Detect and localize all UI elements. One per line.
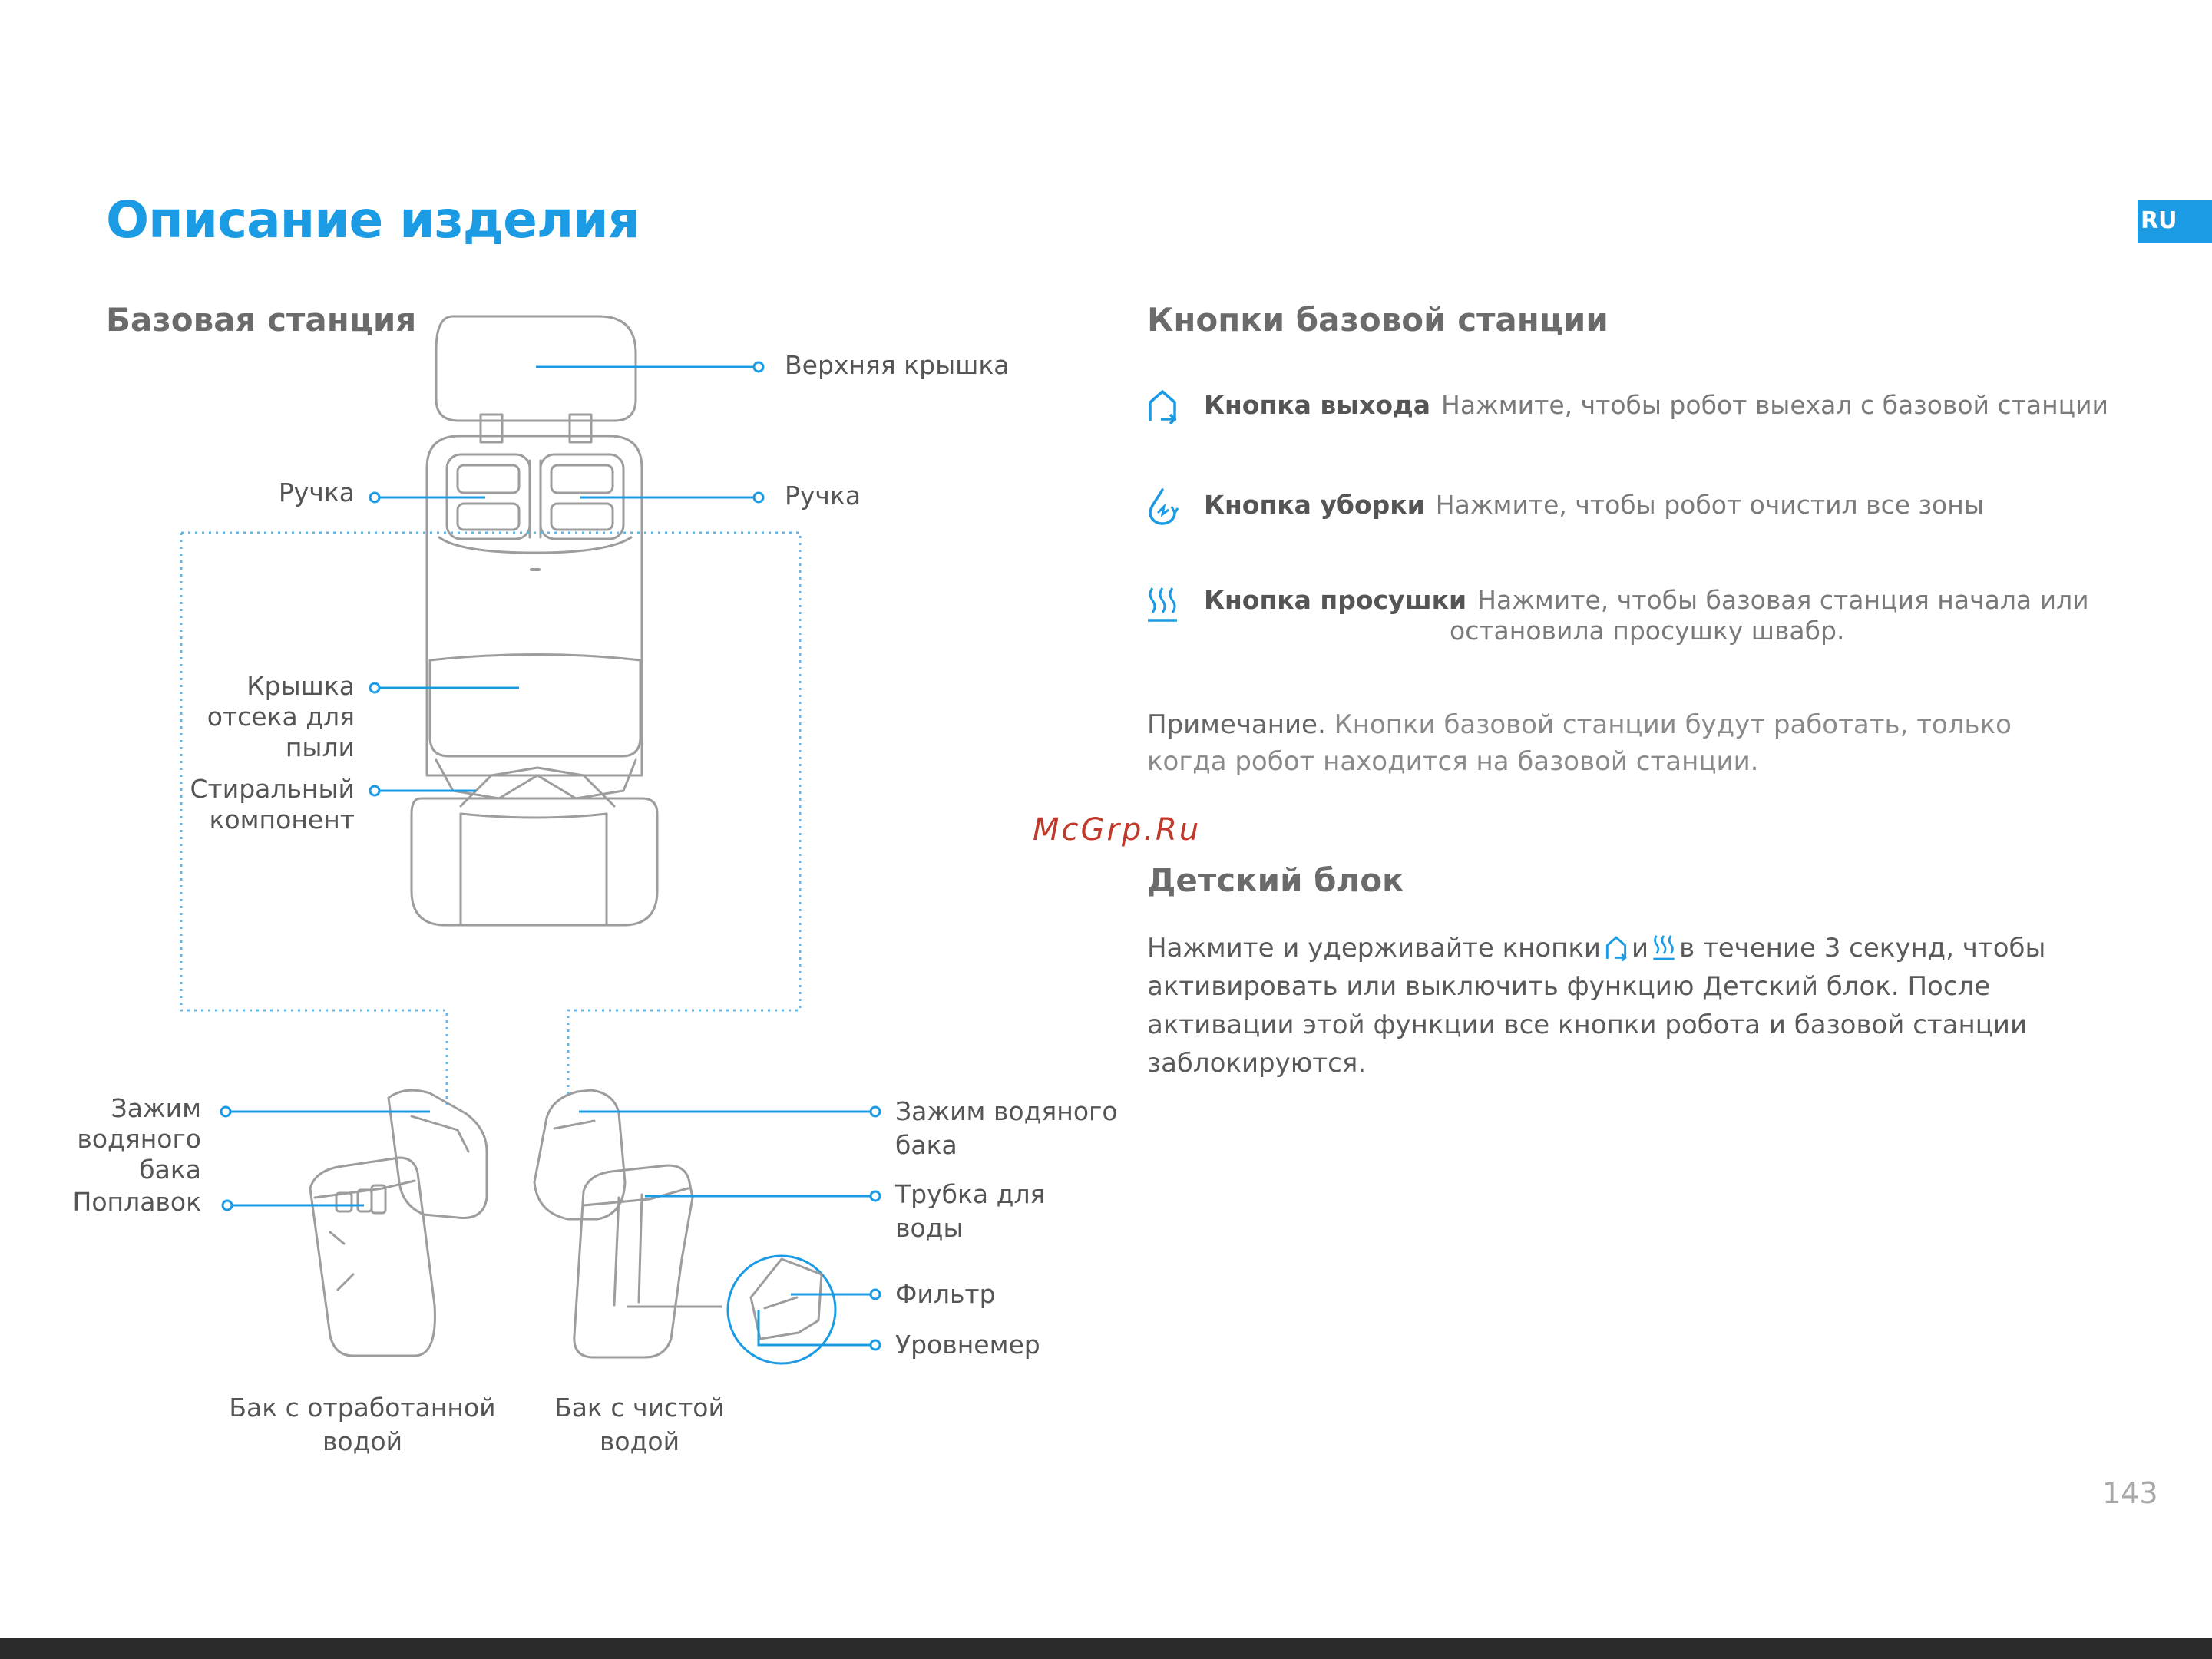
dirty-tank-shape (309, 1156, 436, 1357)
label-clamp-right: Зажим водяного бака (895, 1096, 1118, 1160)
note-paragraph: Примечание. Кнопки базовой станции будут… (1147, 709, 2012, 777)
child-lock-heading: Детский блок (1147, 861, 1404, 899)
watermark: McGrp.Ru (1033, 812, 1202, 848)
label-water-tube: Трубка для воды (895, 1179, 1046, 1243)
dry-heat-icon (1653, 935, 1675, 960)
label-float: Поплавок (72, 1187, 201, 1217)
label-handle-right: Ручка (785, 481, 861, 511)
label-clamp-left: Зажим водяного бака (77, 1093, 201, 1185)
label-washing-component: Стиральный компонент (190, 774, 355, 834)
buttons-heading: Кнопки базовой станции (1147, 301, 1609, 339)
clean-tank-shape (573, 1164, 694, 1359)
label-top-cover: Верхняя крышка (785, 350, 1010, 380)
top-cover-shape (435, 315, 637, 422)
language-tab: RU (2138, 200, 2212, 243)
label-dirty-tank: Бак с отработанной водой (229, 1393, 496, 1456)
label-filter: Фильтр (895, 1279, 996, 1309)
page-number: 143 (2102, 1476, 2158, 1510)
label-dust-cover: Крышка отсека для пыли (207, 671, 355, 762)
label-clean-tank: Бак с чистой водой (554, 1393, 725, 1456)
clean-drop-icon (1149, 488, 1179, 525)
base-station-heading: Базовая станция (106, 301, 417, 339)
label-level-gauge: Уровнемер (895, 1330, 1040, 1360)
exit-house-icon (1149, 390, 1177, 424)
label-handle-left: Ручка (278, 478, 355, 507)
dry-heat-icon (1148, 587, 1177, 622)
page-title: Описание изделия (106, 190, 640, 250)
button-row-dry-desc2: остановила просушку швабр. (1450, 616, 1845, 646)
bottom-bar (0, 1638, 2212, 1659)
exit-house-icon (1605, 936, 1627, 961)
filter-zoom-circle (726, 1254, 837, 1365)
